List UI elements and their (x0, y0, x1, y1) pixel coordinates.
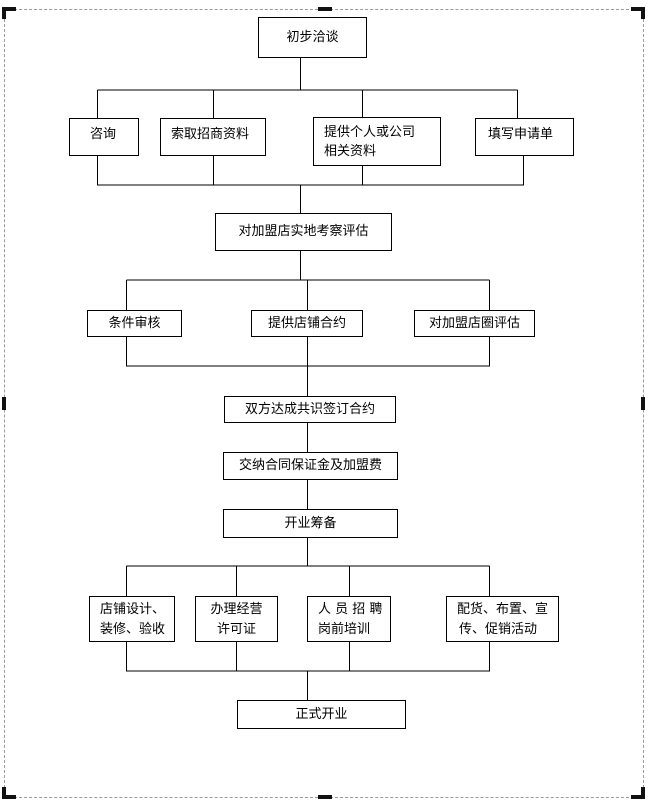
step-grand-opening-label: 正式开业 (295, 706, 348, 722)
resize-handle-top-center[interactable] (318, 7, 332, 11)
step-area-evaluation-label: 对加盟店圈评估 (428, 315, 520, 331)
step-design-line1: 店铺设计、 (100, 602, 166, 617)
step-grand-opening: 正式开业 (237, 700, 406, 729)
step-condition-review: 条件审核 (87, 310, 182, 337)
step-provide-lease-label: 提供店铺合约 (267, 315, 346, 331)
step-supplies-line2: 传、促销活动 (459, 622, 538, 637)
resize-handle-top-left-vertical[interactable] (2, 7, 6, 19)
step-site-evaluation-label: 对加盟店实地考察评估 (238, 224, 369, 239)
step-hiring: 人 员 招 聘 岗前培训 (307, 596, 391, 642)
step-design-line2: 装修、验收 (100, 622, 166, 637)
resize-handle-middle-left[interactable] (2, 397, 6, 410)
step-site-evaluation: 对加盟店实地考察评估 (215, 213, 392, 251)
step-sign-contract-label: 双方达成共识签订合约 (244, 401, 375, 417)
step-initial-talk: 初步洽谈 (258, 17, 367, 58)
step-provide-personal-line2: 相关资料 (324, 144, 377, 159)
connector-branch-2 (126, 279, 490, 310)
connector-branch-3 (126, 565, 490, 596)
step-permits-line2: 许可证 (216, 622, 256, 637)
step-provide-lease: 提供店铺合约 (251, 310, 363, 337)
connector-merge-1 (97, 156, 524, 186)
step-hiring-line2: 岗前培训 (318, 622, 371, 637)
step-get-materials: 索取招商资料 (160, 118, 266, 156)
step-provide-personal: 提供个人或公司 相关资料 (313, 117, 441, 166)
resize-handle-top-right-vertical[interactable] (641, 7, 645, 19)
step-prepare-opening-label: 开业筹备 (284, 515, 337, 531)
step-sign-contract: 双方达成共识签订合约 (224, 396, 396, 423)
connector-merge-3 (126, 642, 490, 672)
step-design: 店铺设计、 装修、验收 (89, 596, 175, 642)
step-prepare-opening: 开业筹备 (223, 509, 398, 538)
resize-handle-middle-right[interactable] (641, 397, 645, 410)
step-pay-fees: 交纳合同保证金及加盟费 (223, 452, 398, 480)
step-supplies: 配货、布置、宣 传、促销活动 (446, 596, 559, 642)
connector-merge-2 (126, 337, 490, 367)
step-get-materials-label: 索取招商资料 (171, 127, 250, 142)
step-pay-fees-label: 交纳合同保证金及加盟费 (238, 458, 382, 473)
step-consult: 咨询 (69, 118, 139, 156)
step-supplies-line1: 配货、布置、宣 (457, 602, 549, 617)
resize-handle-bottom-right-vertical[interactable] (641, 787, 645, 799)
step-condition-review-label: 条件审核 (108, 315, 161, 331)
step-hiring-line1: 人 员 招 聘 (318, 602, 383, 617)
resize-handle-top-right[interactable] (631, 7, 645, 11)
step-permits: 办理经营 许可证 (195, 596, 278, 642)
step-permits-line1: 办理经营 (210, 602, 263, 617)
step-provide-personal-line1: 提供个人或公司 (324, 125, 416, 140)
step-fill-application-label: 填写申请单 (488, 127, 554, 142)
step-initial-talk-label: 初步洽谈 (286, 29, 339, 45)
step-fill-application: 填写申请单 (475, 118, 574, 156)
step-consult-label: 咨询 (90, 127, 117, 142)
resize-handle-bottom-center[interactable] (318, 795, 332, 799)
resize-handle-top-left[interactable] (2, 7, 16, 11)
resize-handle-bottom-left-vertical[interactable] (2, 787, 6, 799)
step-area-evaluation: 对加盟店圈评估 (414, 310, 535, 337)
connector-branch-1 (97, 89, 518, 118)
resize-handle-bottom-right[interactable] (631, 795, 645, 799)
resize-handle-bottom-left[interactable] (2, 795, 16, 799)
